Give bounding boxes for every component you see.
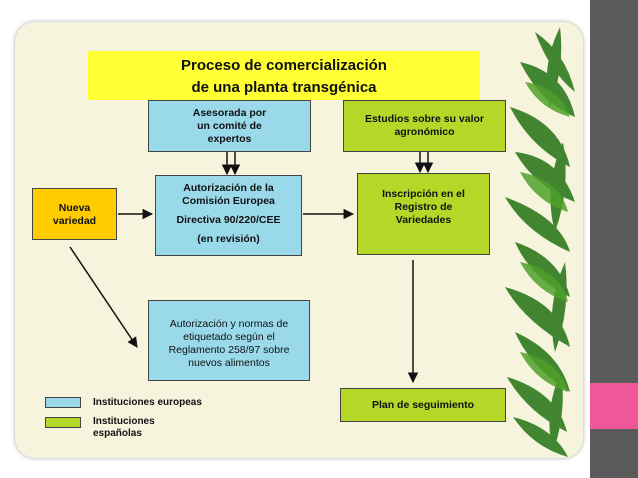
asesorada-line-1: Asesorada por (192, 107, 267, 119)
etiquetado-line-1: Autorización y normas de (169, 318, 289, 330)
asesorada-box: Asesorada por un comité de expertos (148, 100, 311, 152)
nueva-variedad-box: Nueva variedad (32, 188, 117, 240)
plan-box: Plan de seguimiento (340, 388, 506, 422)
etiquetado-box: Autorización y normas de etiquetado segú… (148, 300, 310, 381)
autorizacion-line-2: Comisión Europea (182, 195, 275, 207)
bamboo-leaves-decoration (505, 27, 575, 457)
connector-arrows (69, 143, 434, 384)
legend-swatch-espanolas (45, 417, 81, 428)
etiquetado-line-2: etiquetado según el (183, 331, 275, 343)
arrow-nueva-to-etiquetado (69, 246, 138, 348)
legend-swatch-europeas (45, 397, 81, 408)
autorizacion-ce-box: Autorización de la Comisión Europea Dire… (155, 175, 302, 256)
nueva-line-1: Nueva (58, 202, 91, 214)
estudios-box: Estudios sobre su valor agronómico (343, 100, 506, 152)
asesorada-line-3: expertos (207, 133, 252, 145)
autorizacion-line-1: Autorización de la (183, 182, 274, 194)
plan-label: Plan de seguimiento (371, 399, 475, 411)
inscripcion-line-3: Variedades (395, 214, 452, 226)
title-line-2: de una planta transgénica (191, 79, 377, 96)
etiquetado-line-4: nuevos alimentos (188, 357, 270, 369)
slide: Proceso de comercialización de una plant… (15, 22, 583, 458)
diagram-title: Proceso de comercialización de una plant… (88, 51, 480, 100)
directiva-label: Directiva 90/220/CEE (176, 214, 281, 226)
revision-label: (en revisión) (197, 233, 260, 245)
asesorada-line-2: un comité de (197, 120, 262, 132)
legend-espanolas-line-1: Instituciones (93, 416, 155, 427)
inscripcion-box: Inscripción en el Registro de Variedades (357, 173, 490, 255)
title-line-1: Proceso de comercialización (181, 57, 387, 74)
legend-espanolas-line-2: españolas (93, 428, 142, 439)
nueva-line-2: variedad (52, 215, 97, 227)
accent-tab (590, 383, 638, 429)
legend-label-europeas: Instituciones europeas (93, 397, 202, 408)
estudios-line-2: agronómico (394, 126, 455, 138)
etiquetado-line-3: Reglamento 258/97 sobre (168, 344, 290, 356)
estudios-line-1: Estudios sobre su valor (364, 113, 485, 125)
inscripcion-line-1: Inscripción en el (382, 188, 465, 200)
inscripcion-line-2: Registro de (394, 201, 453, 213)
legend-label-espanolas: Instituciones españolas (93, 416, 155, 440)
